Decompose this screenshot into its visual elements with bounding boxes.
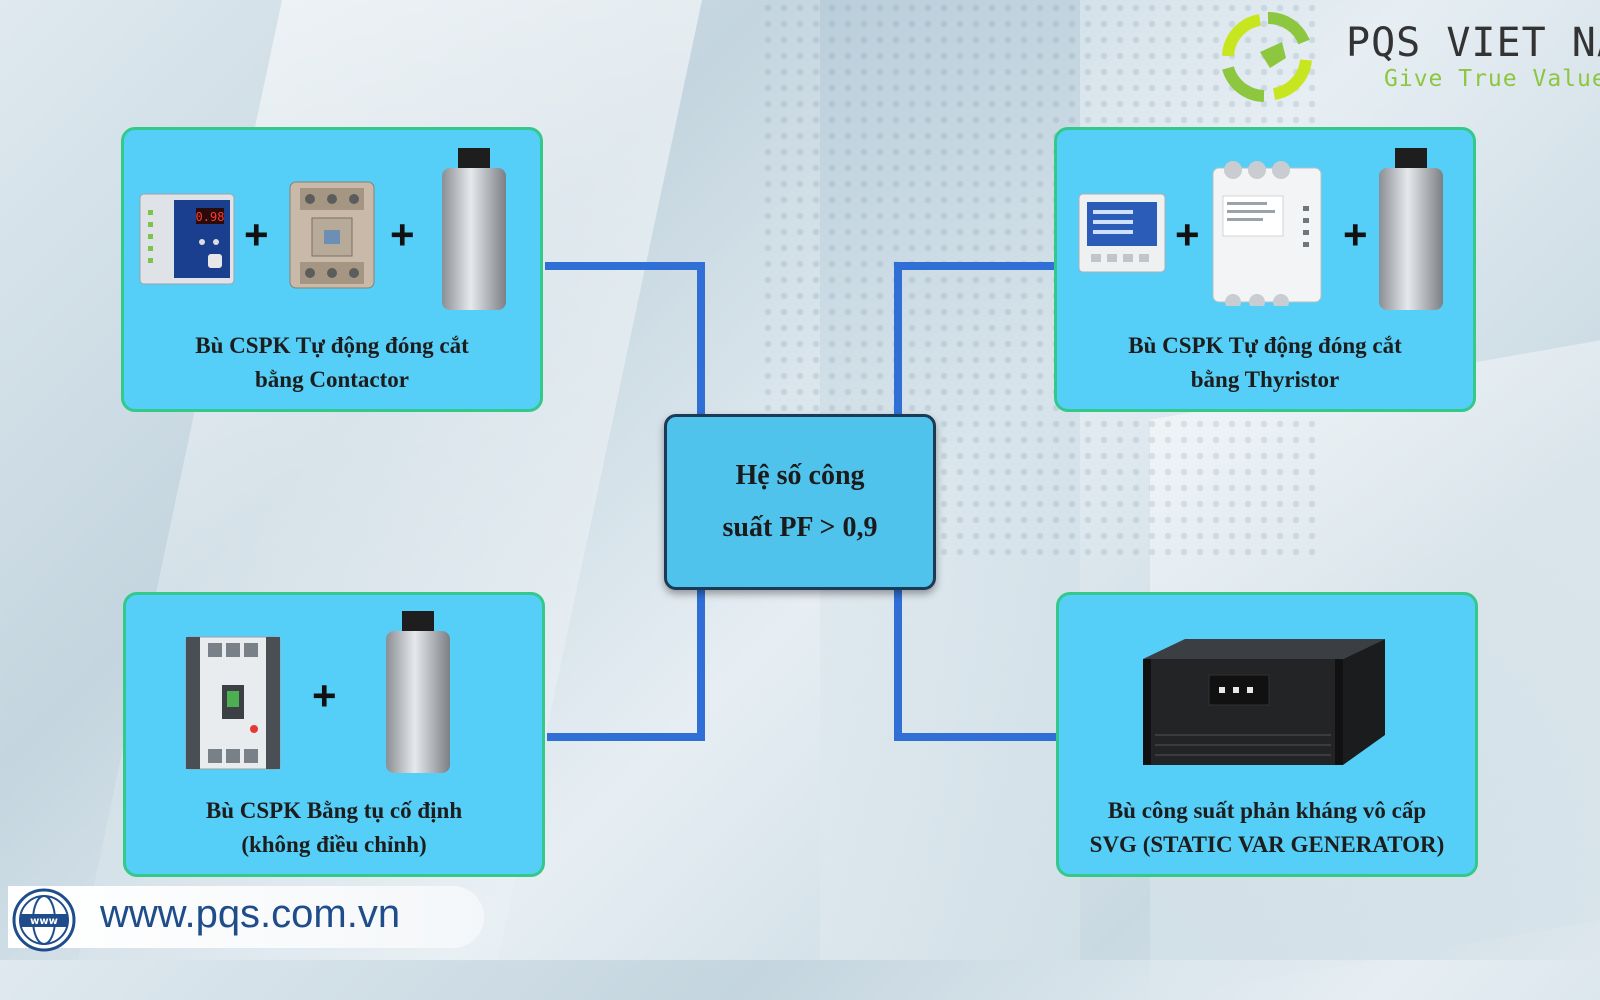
connector-bottom-right [894, 590, 1058, 741]
connector-top-left [545, 262, 705, 414]
connector-top-right [894, 262, 1054, 414]
card-svg-compensation: Bù công suất phản kháng vô cấp SVG (STAT… [1056, 592, 1478, 877]
card-title: Bù CSPK Tự động đóng cắt bằng Contactor [124, 329, 540, 397]
card-thyristor-compensation: + + Bù CSPK Tự động đóng cắt bằng Thyris… [1054, 127, 1476, 412]
capacitor-icon [386, 611, 450, 773]
plus-sign: + [1343, 211, 1368, 258]
card-title-line: bằng Contactor [255, 367, 409, 392]
card-title-line: Bù CSPK Tự động đóng cắt [195, 333, 469, 358]
plus-sign: + [312, 672, 337, 719]
card-title-line: Bù công suất phản kháng vô cấp [1107, 798, 1427, 823]
card-title-line: SVG (STATIC VAR GENERATOR) [1089, 832, 1445, 857]
pf-controller-icon: 0.98 [139, 193, 235, 285]
connector-bottom-left [547, 590, 705, 741]
card-title-line: Bù CSPK Tự động đóng cắt [1128, 333, 1402, 358]
card-title: Bù CSPK Bằng tụ cố định (không điều chỉn… [126, 794, 542, 862]
brand-name: PQS VIET NAM [1346, 20, 1600, 66]
plus-sign: + [1175, 211, 1200, 258]
card-contactor-compensation: 0.98 + + Bù CSPK Tự động đóng cắt bằng C… [121, 127, 543, 412]
plus-sign: + [244, 211, 269, 258]
capacitor-icon [1379, 148, 1443, 310]
pf-controller-icon [1078, 193, 1166, 273]
svg-rack-unit-icon [1143, 639, 1385, 765]
brand-slogan: Give True Value [1384, 66, 1600, 92]
logo-mark-icon [1222, 12, 1312, 102]
center-text-line: Hệ số công [735, 460, 865, 491]
card-title-line: bằng Thyristor [1190, 367, 1340, 392]
globe-icon: www [12, 888, 76, 952]
card-title-line: Bù CSPK Bằng tụ cố định [205, 798, 463, 823]
center-node-power-factor: Hệ số công suất PF > 0,9 [664, 414, 936, 590]
thyristor-switch-icon [1212, 161, 1322, 306]
svg-text:0.98: 0.98 [196, 210, 225, 224]
card-fixed-capacitor-compensation: + Bù CSPK Bằng tụ cố định (không điều ch… [123, 592, 545, 877]
globe-icon-label: www [30, 916, 58, 927]
website-banner[interactable]: www www.pqs.com.vn [8, 886, 484, 952]
contactor-icon [289, 181, 375, 289]
card-title: Bù công suất phản kháng vô cấp SVG (STAT… [1059, 794, 1475, 862]
card-title-line: (không điều chỉnh) [241, 832, 427, 857]
plus-sign: + [390, 211, 415, 258]
brand-logo: PQS VIET NAM Give True Value [1198, 6, 1600, 104]
connector-lines [545, 262, 1058, 741]
center-text-line: suất PF > 0,9 [722, 512, 878, 543]
website-url-link[interactable]: www.pqs.com.vn [100, 892, 401, 936]
card-title: Bù CSPK Tự động đóng cắt bằng Thyristor [1057, 329, 1473, 397]
capacitor-icon [442, 148, 506, 310]
mccb-breaker-icon [185, 636, 281, 770]
